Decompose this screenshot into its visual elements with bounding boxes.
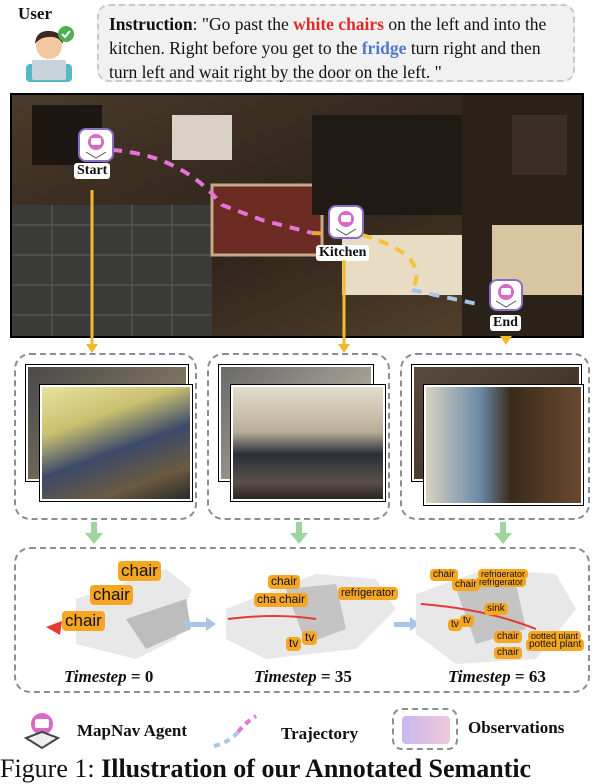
user-label: User: [18, 4, 52, 23]
semantic-tag-chair: chair: [276, 592, 309, 607]
instruction-text-3: turn right and then turn left and wait r…: [109, 38, 541, 82]
semantic-tag-chair: chair: [452, 579, 480, 591]
instruction-highlight-fridge: fridge: [361, 38, 407, 58]
semantic-tag-chair: chair: [118, 561, 161, 581]
semantic-tag-sink: sink: [484, 603, 508, 615]
semantic-tag-refrigerator: refrigerator: [476, 577, 527, 588]
instruction-label: Instruction: [109, 14, 193, 34]
start-label: Start: [74, 163, 111, 179]
start-agent-icon: [78, 128, 114, 162]
kitchen-agent-icon: [328, 205, 364, 239]
map-rendering: [12, 95, 582, 336]
instruction-text-1: : "Go past the: [192, 14, 294, 34]
figure-caption: Figure 1: Illustration of our Annotated …: [0, 754, 531, 784]
mapnav-agent-icon: [22, 710, 62, 750]
observations-end: [400, 353, 590, 520]
semantic-tag-chair: chair: [62, 611, 105, 631]
legend-observations-label: Observations: [468, 718, 565, 737]
semantic-tag-refrigerator: refrigerator: [478, 569, 529, 580]
semantic-tag-tv: tv: [302, 630, 318, 645]
semantic-tag-chair: chair: [268, 574, 301, 589]
observation-photo-front: [231, 385, 385, 501]
end-agent-icon: [489, 279, 523, 311]
instruction-highlight-white-chairs: white chairs: [293, 14, 384, 34]
caption-title: Illustration of our Annotated Semantic: [101, 754, 532, 783]
green-down-arrows: [85, 522, 512, 544]
legend-agent-label: MapNav Agent: [77, 721, 188, 740]
timestep-label-35: Timestep = 35: [254, 667, 352, 686]
instruction-box: Instruction: "Go past the white chairs o…: [97, 4, 575, 82]
timestep-label-63: Timestep = 63: [448, 667, 546, 686]
semantic-tag-tv: tv: [448, 619, 462, 631]
end-label: End: [490, 315, 521, 331]
scene-top-down-map: Start Kitchen End: [10, 93, 584, 338]
observations-start: [14, 353, 197, 520]
semantic-tag-chair: chair: [90, 585, 133, 605]
observation-photo-front: [40, 385, 192, 501]
kitchen-label: Kitchen: [316, 245, 370, 261]
connector-arrows: [86, 190, 512, 353]
caption-prefix: Figure 1:: [0, 754, 102, 783]
semantic-tag-tv: tv: [460, 615, 474, 627]
semantic-tag-refrigerator: refrigerator: [338, 587, 398, 600]
semantic-tag-chair: chair: [430, 569, 458, 581]
observation-photo-front: [424, 385, 583, 505]
semantic-tag-potted-plant: potted plant: [528, 631, 582, 642]
instruction-text-2: on the left and into the kitchen. Right …: [109, 14, 547, 58]
legend-trajectory-label: Trajectory: [281, 724, 359, 743]
timestep-label-0: Timestep = 0: [64, 667, 154, 686]
semantic-tag-chair: chair: [494, 631, 522, 643]
observations-icon: [392, 708, 458, 750]
trajectory-icon: [213, 714, 258, 748]
semantic-tag-tv: tv: [286, 636, 302, 651]
semantic-tag-chair: chair: [494, 647, 522, 659]
observations-kitchen: [207, 353, 390, 520]
semantic-map-panel: chair chair chair chair chair chair refr…: [14, 547, 590, 693]
semantic-tag-potted-plant: potted plant: [526, 639, 585, 651]
user-avatar-icon: [22, 24, 76, 84]
